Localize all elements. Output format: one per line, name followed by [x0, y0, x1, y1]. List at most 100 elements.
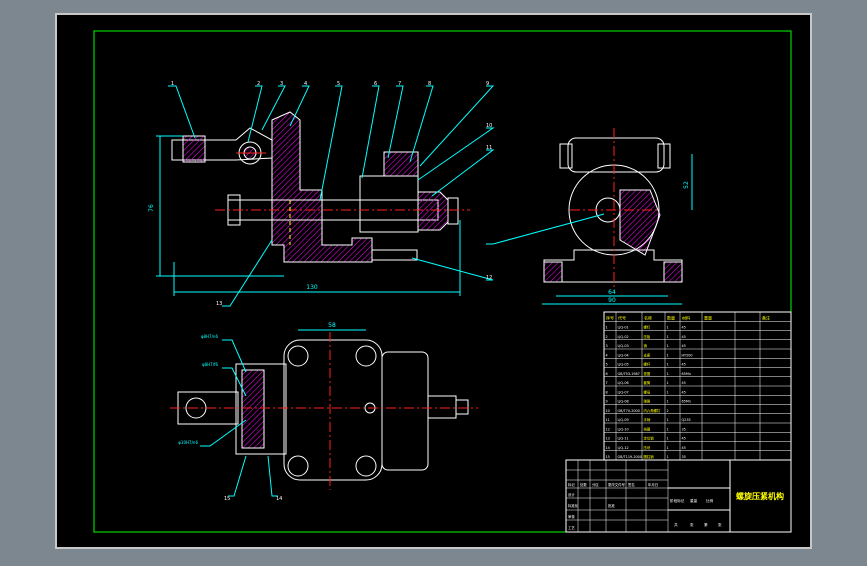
front-dim-length: 130	[306, 284, 318, 291]
title-block[interactable]: 标记处数分区更改文件号签名年月日设计标准化审核工艺批准 螺旋压紧机构 阶段标记重…	[565, 459, 792, 533]
tb-bottom-labels: 共张第张	[674, 522, 722, 527]
tb-bottom-label: 共	[674, 522, 678, 527]
tb-bottom-label: 第	[704, 522, 708, 527]
bom-cell: 45	[682, 335, 686, 339]
bom-cell: 35	[682, 455, 686, 459]
tb-grid-label: 签名	[628, 482, 635, 487]
bom-cell: 1	[667, 363, 669, 367]
bom-cell: 10	[606, 409, 610, 413]
bom-cell: GB/T70-2000	[618, 409, 640, 413]
bom-header-cell: 材料	[682, 314, 690, 320]
bom-cell: LJQ-12	[618, 446, 629, 450]
bom-header-cell: 序号	[606, 314, 614, 320]
side-base-hatch-left	[543, 261, 563, 283]
top-view[interactable]: 58 φ8H7/n6 φ8H7/f6 φ10H7/n6 15 14	[170, 322, 478, 502]
side-leader	[486, 213, 605, 245]
bom-cell: 1	[606, 326, 608, 330]
front-end-cap	[447, 197, 459, 225]
bom-header-cell: 代号	[618, 314, 626, 320]
top-balloon-14: 14	[276, 496, 282, 502]
tb-grid-label: 处数	[580, 482, 587, 487]
bom-cell: LJQ-10	[618, 427, 629, 431]
side-view[interactable]: 52 90 64	[486, 128, 693, 305]
tb-side-label: 比例	[706, 498, 714, 503]
bom-cell: 压块	[644, 445, 651, 450]
drawing-sheet	[55, 13, 812, 549]
bom-cell: 1	[667, 400, 669, 404]
bom-cell: 45	[682, 344, 686, 348]
balloon-12: 12	[486, 275, 492, 281]
balloon-11: 11	[486, 145, 492, 151]
top-screw-tip	[455, 399, 469, 415]
bom-cell: 65Mn	[682, 372, 691, 376]
balloon-10: 10	[486, 123, 492, 129]
bom-cell: 14	[606, 446, 610, 450]
bom-cell: 套筒	[644, 380, 651, 385]
bom-cell: 支座	[644, 352, 651, 357]
front-leaders	[168, 85, 495, 307]
front-section-view[interactable]: 130 76 1 2 3 4 5 6 7	[148, 81, 495, 307]
bom-cell: 1	[667, 437, 669, 441]
bom-cell: LJQ-08	[618, 400, 629, 404]
front-clamp-pad	[182, 135, 206, 163]
bom-header-cell: 数量	[667, 314, 675, 320]
side-top-bar-left-boss	[559, 143, 573, 169]
bom-cell: Q235	[682, 418, 691, 422]
top-corner-hole-bl	[287, 455, 309, 477]
side-dim-height: 52	[683, 181, 690, 189]
top-clamp-block	[235, 363, 287, 455]
top-balloon-15: 15	[224, 496, 230, 502]
side-dim-width: 90	[608, 297, 616, 304]
bom-cell: LJQ-07	[618, 390, 629, 394]
balloon-8: 8	[428, 81, 431, 87]
front-balloons: 1 2 3 4 5 6 7 8 9 10 11 12 13	[171, 81, 492, 307]
balloon-2: 2	[257, 81, 260, 87]
tb-grid-label: 分区	[592, 482, 599, 487]
top-fit-label-1: φ8H7/n6	[201, 334, 219, 339]
bom-cell: LJQ-09	[618, 418, 629, 422]
bom-cell: 2	[606, 335, 608, 339]
balloon-6: 6	[374, 81, 377, 87]
bom-cell: 1	[667, 381, 669, 385]
bom-cell: 1	[667, 427, 669, 431]
bom-cell: 4	[606, 353, 608, 357]
bom-cell: 1	[667, 326, 669, 330]
tb-side-label: 阶段标记	[670, 498, 685, 503]
bom-cell: 45	[682, 363, 686, 367]
bom-cell: 35	[682, 427, 686, 431]
sheet-frame	[93, 30, 792, 533]
balloon-7: 7	[398, 81, 401, 87]
bom-cell: 螺杆	[644, 362, 651, 367]
bom-cell: 11	[606, 418, 610, 422]
bom-cell: 45	[682, 381, 686, 385]
bom-cell: 弹簧	[644, 399, 651, 404]
tb-grid-label: 年月日	[648, 482, 658, 487]
bom-cell: 1	[667, 372, 669, 376]
bom-cell: 螺钉	[644, 325, 651, 330]
bom-cell: 65Mn	[682, 400, 691, 404]
drawing-title: 螺旋压紧机构	[736, 491, 784, 501]
bom-cell: HT200	[682, 353, 693, 357]
bom-cell: 8	[606, 390, 608, 394]
bom-cell: 45	[682, 326, 686, 330]
bom-cell: GB/T119-2000	[618, 455, 643, 459]
bom-cell: 2	[667, 409, 669, 413]
bom-cell: 1	[667, 390, 669, 394]
bom-cell: LJQ-05	[618, 363, 629, 367]
side-hatch-right	[619, 189, 661, 256]
tb-grid-label: 工艺	[568, 525, 575, 530]
front-dim-height: 76	[148, 204, 155, 212]
tb-bottom-label: 张	[690, 522, 694, 527]
front-knob	[417, 191, 449, 231]
bom-cell: LJQ-01	[618, 326, 629, 330]
side-top-bar-right-boss	[657, 143, 671, 169]
side-top-bar	[567, 137, 665, 173]
bom-header-cell: 备注	[762, 314, 770, 320]
top-dim-width: 58	[328, 322, 336, 329]
tb-grid-label: 更改文件号	[608, 482, 626, 487]
bom-cell: LJQ-06	[618, 381, 629, 385]
bom-cell: 7	[606, 381, 608, 385]
